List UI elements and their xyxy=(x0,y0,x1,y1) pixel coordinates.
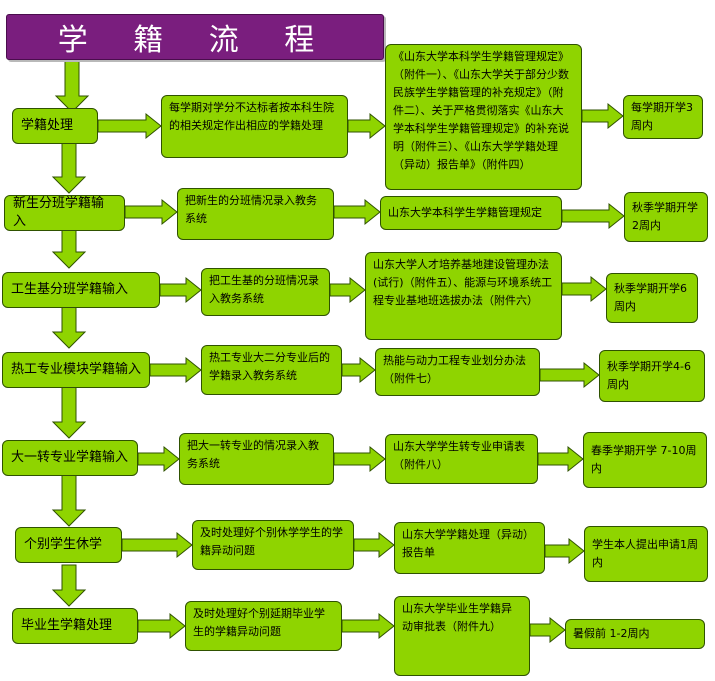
document-box-student-status-handling: 《山东大学本科学生学籍管理规定》（附件一）、《山东大学关于部分少数民族学生学籍管… xyxy=(385,44,582,190)
action-box-student-suspension: 及时处理好个别休学学生的学籍异动问题 xyxy=(192,520,354,570)
timing-box-major-transfer-input: 春季学期开学 7-10周内 xyxy=(583,432,707,488)
action-box-thermal-module-input: 热工专业大二分专业后的学籍录入教务系统 xyxy=(201,345,342,395)
right-arrow xyxy=(137,445,180,473)
down-arrow xyxy=(51,474,87,527)
document-box-major-transfer-input: 山东大学学生转专业申请表（附件八） xyxy=(385,434,538,484)
right-arrow xyxy=(159,276,202,304)
right-arrow xyxy=(529,616,566,644)
down-arrow xyxy=(51,141,87,194)
down-arrow xyxy=(54,59,90,113)
down-arrow xyxy=(51,384,87,439)
step-box-gongshengji-class-input: 工生基分班学籍输入 xyxy=(2,272,160,308)
right-arrow xyxy=(124,198,178,226)
timing-box-freshman-class-input: 秋季学期开学2周内 xyxy=(624,192,708,242)
step-box-thermal-module-input: 热工专业模块学籍输入 xyxy=(2,352,150,388)
right-arrow xyxy=(561,275,607,303)
timing-box-gongshengji-class-input: 秋季学期开学6周内 xyxy=(606,273,698,323)
document-box-thermal-module-input: 热能与动力工程专业划分办法（附件七） xyxy=(375,348,540,396)
right-arrow xyxy=(149,356,202,384)
timing-box-thermal-module-input: 秋季学期开学4-6周内 xyxy=(599,350,705,402)
action-box-gongshengji-class-input: 把工生基的分班情况录入教务系统 xyxy=(201,268,330,316)
document-box-freshman-class-input: 山东大学本科学生学籍管理规定 xyxy=(380,196,562,230)
right-arrow xyxy=(347,112,386,140)
step-box-student-suspension: 个别学生休学 xyxy=(15,527,122,563)
right-arrow xyxy=(537,445,584,473)
right-arrow xyxy=(97,112,162,140)
right-arrow xyxy=(333,445,386,473)
step-box-major-transfer-input: 大一转专业学籍输入 xyxy=(2,440,138,476)
right-arrow xyxy=(561,202,625,230)
action-box-student-status-handling: 每学期对学分不达标者按本科生院的相关规定作出相应的学籍处理 xyxy=(161,95,348,158)
document-box-student-suspension: 山东大学学籍处理（异动）报告单 xyxy=(394,522,545,574)
step-box-graduate-status-handling: 毕业生学籍处理 xyxy=(12,608,138,644)
timing-box-student-status-handling: 每学期开学3周内 xyxy=(623,95,703,139)
down-arrow xyxy=(51,564,87,607)
page-title: 学 籍 流 程 xyxy=(6,14,384,60)
down-arrow xyxy=(51,304,87,349)
timing-box-graduate-status-handling: 暑假前 1-2周内 xyxy=(565,619,705,649)
right-arrow xyxy=(544,537,585,565)
action-box-major-transfer-input: 把大一转专业的情况录入教务系统 xyxy=(179,433,334,485)
right-arrow xyxy=(341,612,395,640)
right-arrow xyxy=(539,361,600,389)
document-box-gongshengji-class-input: 山东大学人才培养基地建设管理办法(试行)（附件五）、能源与环境系统工程专业基地班… xyxy=(365,252,562,340)
action-box-graduate-status-handling: 及时处理好个别延期毕业学生的学籍异动问题 xyxy=(185,601,342,651)
timing-box-student-suspension: 学生本人提出申请1周内 xyxy=(584,526,708,582)
right-arrow xyxy=(333,198,381,226)
right-arrow xyxy=(121,531,193,559)
right-arrow xyxy=(581,102,624,130)
right-arrow xyxy=(353,531,395,559)
action-box-freshman-class-input: 把新生的分班情况录入教务系统 xyxy=(177,188,334,240)
step-box-freshman-class-input: 新生分班学籍输入 xyxy=(4,195,125,231)
right-arrow xyxy=(329,276,366,304)
right-arrow xyxy=(341,356,376,384)
document-box-graduate-status-handling: 山东大学毕业生学籍异动审批表（附件九） xyxy=(394,596,530,676)
down-arrow xyxy=(51,229,87,269)
step-box-student-status-handling: 学籍处理 xyxy=(12,108,98,144)
right-arrow xyxy=(137,612,186,640)
